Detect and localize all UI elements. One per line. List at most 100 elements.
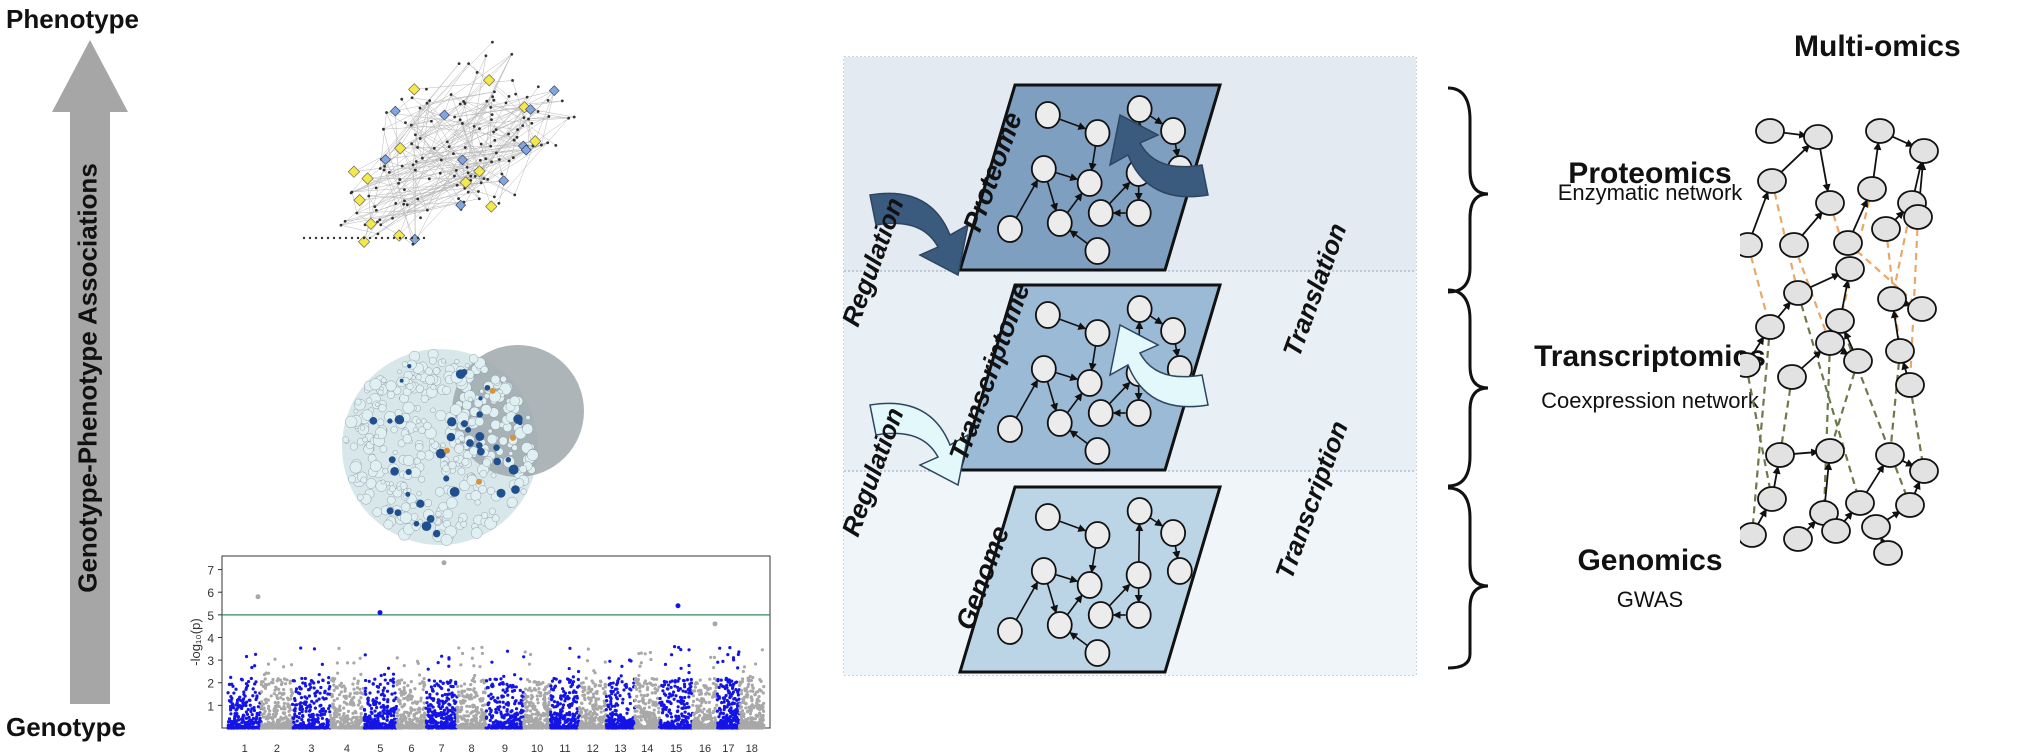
snp-point <box>282 687 286 692</box>
snp-point <box>317 697 321 701</box>
coexpression-node <box>385 380 397 392</box>
network-edge <box>413 140 536 166</box>
snp-point <box>521 715 525 719</box>
snp-point <box>241 726 245 730</box>
snp-point <box>345 661 350 665</box>
network-node <box>405 203 409 207</box>
manhattan-frame <box>221 555 771 729</box>
network-node <box>376 232 380 236</box>
snp-point <box>691 703 695 707</box>
snp-point <box>282 707 286 711</box>
snp-point <box>325 723 330 727</box>
snp-point <box>495 700 499 704</box>
network-node <box>438 171 442 175</box>
snp-point <box>551 695 555 699</box>
snp-point <box>293 709 297 713</box>
snp-point <box>415 717 419 721</box>
network-node <box>453 174 456 178</box>
snp-point <box>708 677 712 681</box>
snp-point <box>495 710 499 715</box>
snp-point <box>475 706 479 710</box>
network-node <box>432 146 436 150</box>
snp-point <box>316 680 321 684</box>
snp-point <box>239 677 244 681</box>
coexpression-node <box>415 374 422 381</box>
snp-point <box>480 645 484 650</box>
snp-point <box>453 722 457 727</box>
snp-point <box>581 681 585 685</box>
network-edge <box>374 100 495 207</box>
network-node <box>530 121 534 125</box>
snp-point <box>299 696 304 700</box>
snp-point <box>657 685 661 689</box>
snp-point <box>304 709 308 713</box>
snp-point <box>317 726 322 730</box>
coexpression-node <box>369 460 382 472</box>
snp-point <box>440 694 444 698</box>
snp-point <box>358 687 362 691</box>
coexpression-node <box>464 362 470 368</box>
snp-point <box>500 726 504 730</box>
snp-point <box>276 677 280 681</box>
snp-point <box>311 725 316 729</box>
coexpression-node <box>442 385 451 395</box>
snp-point <box>504 726 509 730</box>
coexpression-node <box>453 455 460 462</box>
snp-point <box>611 723 615 727</box>
coexpression-node <box>349 461 362 474</box>
snp-point <box>253 664 257 668</box>
snp-point <box>331 676 335 680</box>
snp-point <box>538 694 543 698</box>
coexpression-hub-node <box>447 417 457 427</box>
coexpression-node <box>342 436 349 443</box>
snp-point <box>367 679 371 683</box>
snp-point <box>435 692 439 696</box>
coexpression-node <box>345 415 358 428</box>
snp-point <box>392 724 396 728</box>
snp-point <box>350 721 354 725</box>
coexpression-node <box>356 494 364 501</box>
snp-point <box>356 703 360 707</box>
x-tick-label: 12 <box>587 743 599 755</box>
coexpression-node <box>461 458 470 466</box>
network-edge <box>417 184 458 200</box>
snp-point <box>478 664 482 669</box>
snp-point <box>385 723 389 727</box>
snp-point <box>449 717 453 722</box>
snp-point <box>676 705 680 709</box>
snp-point <box>620 680 624 684</box>
snp-point <box>396 708 401 712</box>
snp-point <box>625 725 629 729</box>
coexpression-node <box>406 382 414 390</box>
coexpression-node <box>467 396 474 403</box>
snp-point <box>582 693 587 697</box>
snp-point <box>227 717 232 721</box>
snp-point <box>519 721 523 726</box>
snp-point <box>587 685 591 689</box>
network-edge <box>429 91 495 179</box>
network-node <box>490 113 494 117</box>
snp-point <box>664 680 669 684</box>
coexpression-node <box>392 449 398 455</box>
network-edge <box>411 41 493 126</box>
snp-point <box>534 712 538 716</box>
coexpression-hub-node <box>508 464 519 475</box>
snp-point <box>315 699 319 703</box>
snp-point <box>436 683 440 688</box>
snp-point <box>249 676 253 681</box>
snp-point <box>444 699 448 703</box>
network-edge <box>466 55 487 168</box>
snp-point <box>408 717 412 721</box>
network-edge <box>345 180 471 222</box>
snp-point <box>357 699 361 703</box>
snp-point <box>471 723 475 728</box>
snp-point <box>535 697 540 702</box>
coexpression-node <box>423 421 432 430</box>
snp-point <box>335 714 339 719</box>
snp-point <box>236 715 240 719</box>
snp-point <box>479 697 483 701</box>
network-node <box>511 156 515 160</box>
snp-point <box>298 707 302 712</box>
coexpression-hub-node <box>432 529 441 538</box>
snp-point <box>395 656 399 660</box>
